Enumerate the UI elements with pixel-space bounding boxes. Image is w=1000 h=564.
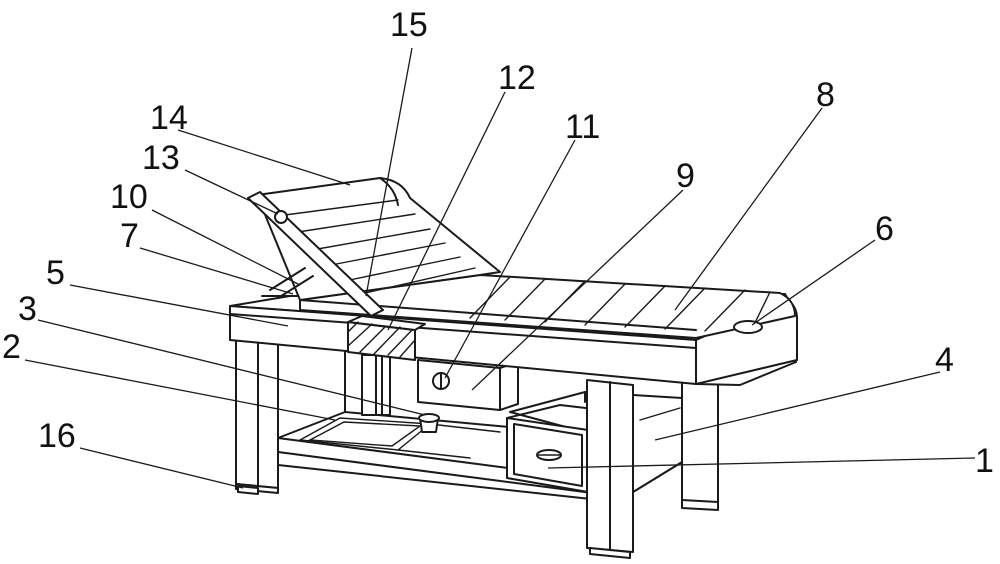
label-10: 10 bbox=[110, 178, 148, 216]
part-labels: 15 12 11 8 14 9 13 10 6 7 5 3 4 2 16 1 bbox=[2, 6, 994, 480]
label-14: 14 bbox=[150, 99, 188, 137]
label-15: 15 bbox=[390, 6, 428, 44]
label-11: 11 bbox=[565, 108, 600, 146]
drawer bbox=[506, 404, 621, 493]
label-16: 16 bbox=[38, 417, 76, 455]
leader-lines bbox=[24, 47, 976, 489]
label-7: 7 bbox=[120, 217, 139, 255]
face-hole bbox=[733, 320, 763, 334]
label-3: 3 bbox=[18, 290, 37, 328]
motor-box bbox=[417, 359, 519, 411]
backrest bbox=[256, 177, 501, 301]
label-8: 8 bbox=[816, 76, 835, 114]
label-9: 9 bbox=[676, 157, 695, 195]
label-1: 1 bbox=[975, 442, 994, 480]
label-4: 4 bbox=[935, 341, 954, 379]
label-6: 6 bbox=[875, 210, 894, 248]
label-12: 12 bbox=[498, 59, 536, 97]
label-2: 2 bbox=[2, 328, 21, 366]
label-5: 5 bbox=[46, 254, 65, 292]
label-13: 13 bbox=[142, 139, 180, 177]
hatched-block bbox=[347, 315, 426, 361]
cup bbox=[418, 413, 440, 433]
